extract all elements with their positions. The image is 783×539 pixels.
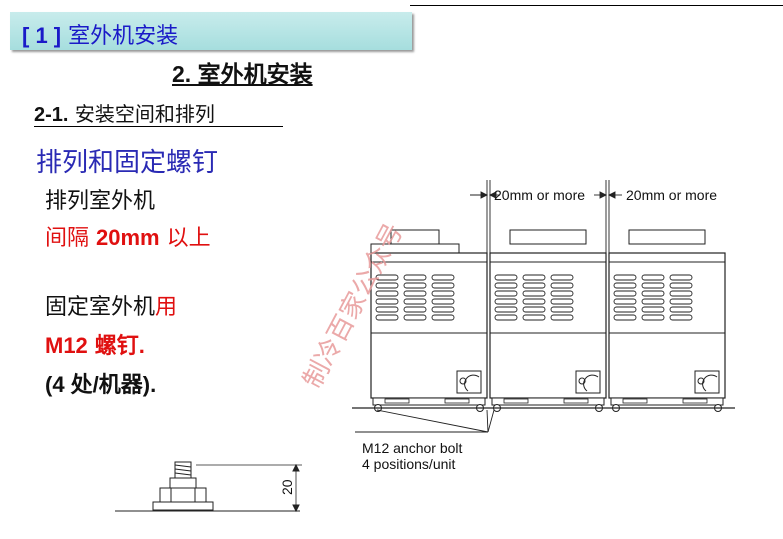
section-title: 2. 室外机安装 — [172, 61, 313, 87]
anchor-bolt-detail — [115, 461, 302, 513]
fix-prefix: 固定室外机 — [45, 295, 156, 320]
title-banner: [ 1 ] 室外机安装 — [10, 12, 412, 50]
bolt-text: M12 螺钉. — [45, 328, 145, 360]
sub-title: 2-1. 安装空间和排列 — [34, 98, 215, 127]
spacing-value: 20mm — [96, 225, 160, 250]
gap-label-2: 20mm or more — [626, 187, 717, 203]
count-text: (4 处/机器). — [45, 372, 157, 397]
outdoor-unit-3 — [608, 252, 726, 413]
spacing-label: 间隔 — [45, 226, 90, 251]
gap-dimension-arrows — [470, 191, 622, 199]
arrange-text: 排列室外机 — [45, 189, 156, 214]
sub-title-number: 2-1. — [34, 104, 69, 126]
banner-number: [ 1 ] — [22, 23, 62, 48]
bolt-height-label: 20 — [279, 479, 295, 495]
spacing-suffix: 以上 — [166, 226, 211, 251]
banner-title: 室外机安装 — [68, 24, 179, 49]
outdoor-unit-2 — [489, 252, 607, 413]
anchor-label-line2: 4 positions/unit — [362, 456, 456, 472]
bolt-value: M12 — [45, 333, 88, 358]
sub-title-text: 安装空间和排列 — [74, 102, 215, 126]
spacing-text: 间隔 20mm 以上 — [45, 220, 211, 252]
extension-lines — [486, 180, 610, 255]
bolt-suffix: 螺钉. — [94, 333, 145, 358]
gap-label-1: 20mm or more — [494, 187, 585, 203]
top-rule — [410, 5, 783, 6]
sub-title-underline — [34, 126, 283, 127]
unit3-top-cap — [628, 229, 706, 245]
anchor-label-line1: M12 anchor bolt — [362, 440, 463, 456]
fix-suffix: 用 — [155, 295, 178, 320]
arrangement-heading: 排列和固定螺钉 — [36, 148, 219, 178]
fix-text: 固定室外机用 — [45, 289, 177, 321]
banner-text: [ 1 ] 室外机安装 — [22, 18, 178, 50]
outdoor-unit-1 — [370, 252, 488, 413]
unit2-top-cap — [509, 229, 587, 245]
anchor-leader-lines — [355, 409, 495, 433]
